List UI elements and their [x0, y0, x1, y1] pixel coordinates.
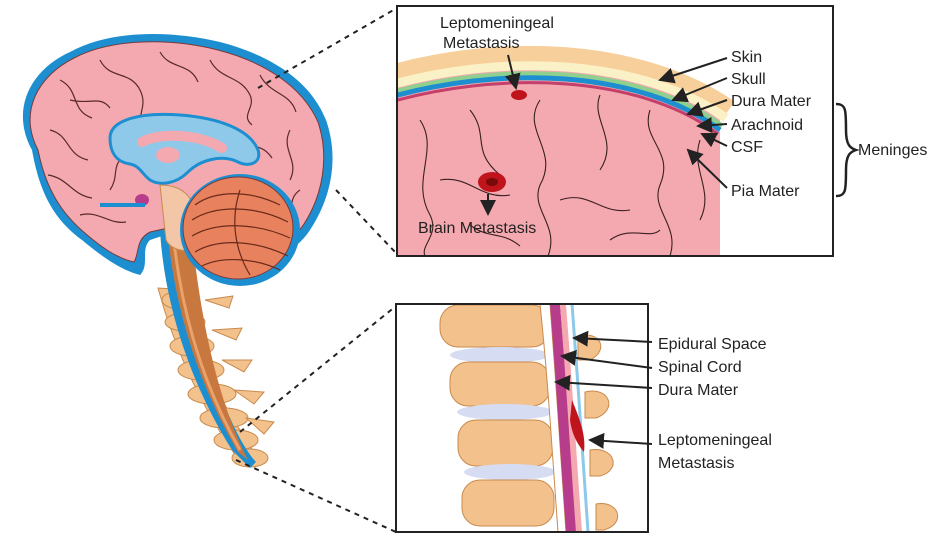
leptomeningeal-metastasis-spot	[511, 90, 527, 100]
leptomeningeal-label-bottom-line2: Metastasis	[658, 455, 734, 472]
meninges-brace	[836, 104, 856, 196]
pia-mater-label: Pia Mater	[731, 183, 800, 200]
dura-mater-label: Dura Mater	[731, 93, 812, 110]
sagittal-head	[23, 34, 333, 468]
leptomeningeal-label-bottom-line1: Leptomeningeal	[658, 432, 772, 449]
leptomeningeal-label-top-line2: Metastasis	[443, 35, 519, 52]
skull-label: Skull	[731, 71, 766, 88]
leptomeningeal-label-top-line1: Leptomeningeal	[440, 15, 554, 32]
skin-label: Skin	[731, 49, 762, 66]
meninges-label: Meninges	[858, 142, 927, 159]
spinal-cord-label: Spinal Cord	[658, 359, 742, 376]
epidural-space-label: Epidural Space	[658, 336, 767, 353]
top-inset: Leptomeningeal Metastasis Brain Metastas…	[380, 6, 927, 300]
brain-metastasis-label: Brain Metastasis	[418, 220, 536, 237]
csf-label: CSF	[731, 139, 763, 156]
spinal-dura-mater-label: Dura Mater	[658, 382, 739, 399]
bottom-inset: Epidural Space Spinal Cord Dura Mater Le…	[396, 304, 772, 532]
arachnoid-label: Arachnoid	[731, 117, 803, 134]
cerebellum	[180, 174, 300, 286]
